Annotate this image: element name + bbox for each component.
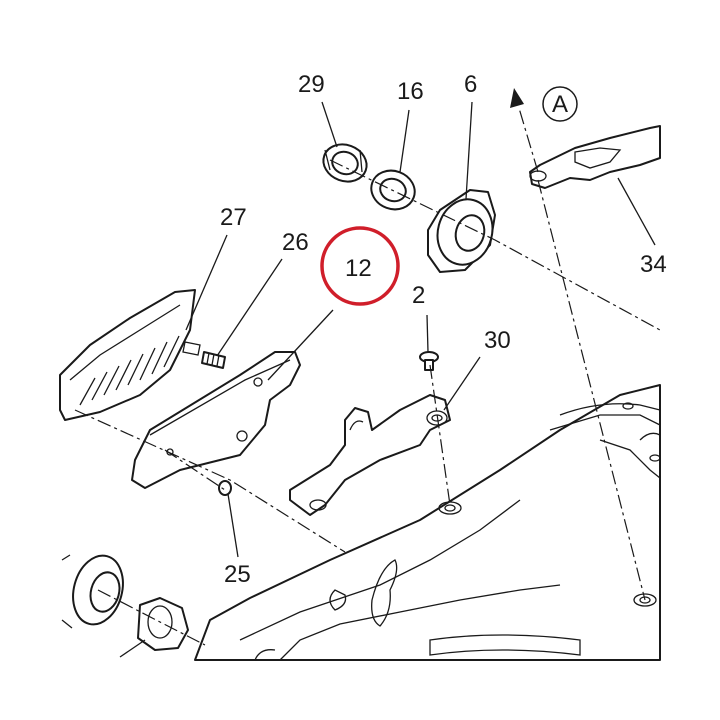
- part-16-washer: [370, 169, 416, 211]
- arrow-a-indicator: [510, 86, 578, 173]
- label-6: 6: [464, 71, 477, 98]
- main-frame: [194, 384, 661, 661]
- label-29: 29: [298, 71, 325, 98]
- label-16: 16: [397, 78, 424, 105]
- part-25-ring: [218, 480, 232, 496]
- part-34-bracket: [529, 125, 661, 189]
- label-2: 2: [412, 282, 425, 309]
- part-12-cover-plate: [131, 351, 301, 489]
- label-34: 34: [640, 251, 667, 278]
- label-25: 25: [224, 561, 251, 588]
- highlight-circle: [320, 226, 400, 306]
- bushing-part: [137, 597, 189, 651]
- label-a: A: [552, 91, 568, 118]
- label-27: 27: [220, 204, 247, 231]
- part-2-screw: [419, 351, 439, 371]
- part-26-bolt: [201, 351, 226, 369]
- center-lines: [74, 159, 661, 646]
- label-26: 26: [282, 229, 309, 256]
- callout-a-circle: [542, 86, 578, 122]
- part-6-bushing: [427, 189, 496, 273]
- part-30-bracket: [289, 394, 451, 516]
- label-12: 12: [345, 255, 372, 282]
- leader-lines: [119, 101, 656, 658]
- label-30: 30: [484, 327, 511, 354]
- part-27-guard: [59, 289, 201, 421]
- part-29-nut: [322, 143, 368, 183]
- arrow-up-icon: [510, 88, 524, 108]
- bearing-part: [61, 554, 124, 629]
